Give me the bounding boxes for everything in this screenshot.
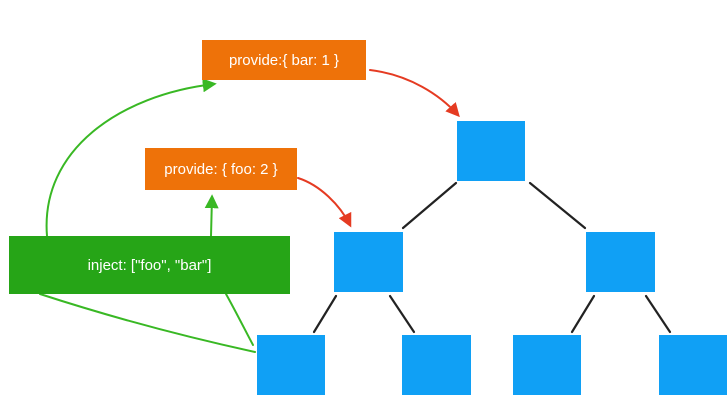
provide-bar-arrow: [369, 69, 460, 118]
inject-to-bar-arrow: [45, 78, 217, 237]
inject-line-upper: [225, 293, 254, 346]
inject-box: inject: ["foo", "bar"]: [9, 236, 290, 294]
tree-node-leaf-4: [659, 335, 727, 395]
edge-root-left: [401, 181, 458, 230]
tree-node-leaf-2: [402, 335, 471, 395]
edge-right-leaf3: [570, 294, 596, 334]
provide-foo-arrow: [297, 177, 352, 228]
tree-node-leaf-3: [513, 335, 581, 395]
inject-to-foo-arrow: [204, 194, 219, 237]
tree-nodes: [257, 121, 727, 395]
tree-node-leaf-1: [257, 335, 325, 395]
tree-node-left: [334, 232, 403, 292]
provide-arrows: [297, 69, 460, 228]
provide-foo-box: provide: { foo: 2 }: [145, 148, 297, 190]
tree-edges: [312, 181, 672, 334]
tree-node-root: [457, 121, 525, 181]
edge-root-right: [528, 181, 587, 230]
provide-bar-label: provide:{ bar: 1 }: [228, 51, 340, 69]
edge-left-leaf2: [388, 294, 416, 334]
edge-right-leaf4: [644, 294, 672, 334]
provide-bar-box: provide:{ bar: 1 }: [202, 40, 366, 80]
inject-line-lower: [39, 293, 256, 353]
provide-foo-label: provide: { foo: 2 }: [164, 160, 278, 178]
inject-arrows: [39, 78, 256, 353]
inject-label: inject: ["foo", "bar"]: [87, 256, 212, 274]
edge-left-leaf1: [312, 294, 338, 334]
tree-node-right: [586, 232, 655, 292]
